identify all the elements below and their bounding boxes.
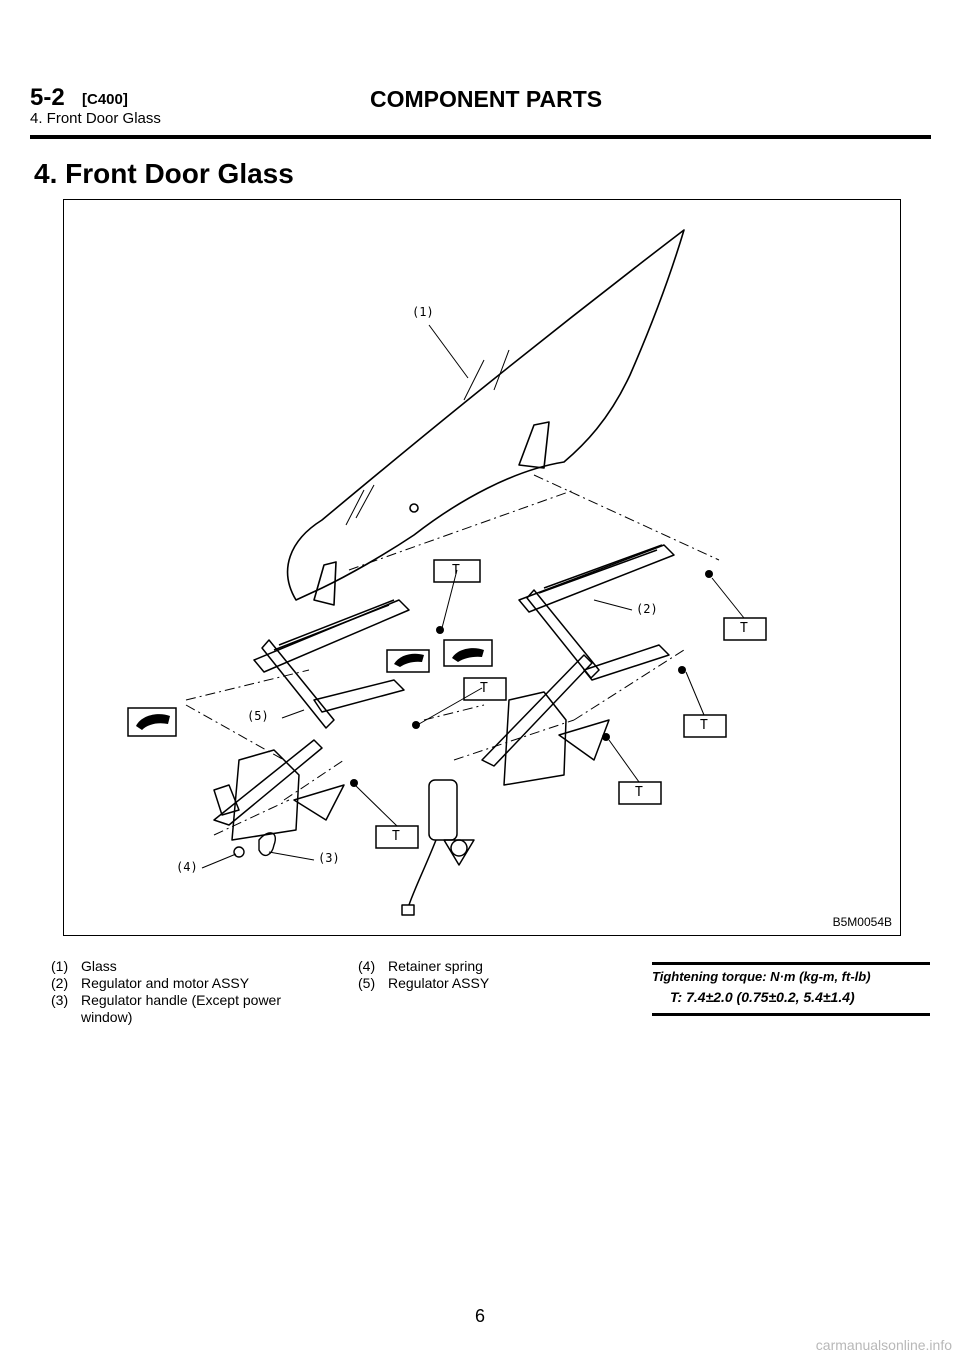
section-subcode: [C400] <box>82 91 128 108</box>
section-title: 4. Front Door Glass <box>34 158 294 189</box>
header-title: COMPONENT PARTS <box>370 86 603 112</box>
legend-text: Glass <box>81 958 117 974</box>
legend-continuation: window) <box>81 1009 133 1025</box>
page-number: 6 <box>474 1306 485 1326</box>
callout-2: (2) <box>636 602 658 616</box>
torque-mark: T <box>635 785 643 800</box>
figure-code: B5M0054B <box>832 915 892 929</box>
legend-number: (3) <box>51 992 69 1008</box>
callout-3: (3) <box>318 851 340 865</box>
legend-text: Retainer spring <box>388 958 483 974</box>
header-rule <box>30 135 931 139</box>
callout-5: (5) <box>247 709 269 723</box>
right-rail <box>518 544 675 613</box>
legend-item: (5) Regulator ASSY <box>358 975 618 992</box>
exploded-diagram: (1) (2) (3) (4) (5) T T T T T T B5M0054B <box>63 199 901 936</box>
torque-mark: T <box>480 681 488 696</box>
legend-text: Regulator ASSY <box>388 975 490 991</box>
left-rail <box>253 599 410 673</box>
torque-spec: Tightening torque: N·m (kg-m, ft-lb) T: … <box>652 962 930 1016</box>
callout-1: (1) <box>412 305 434 319</box>
legend-item: (1) Glass <box>51 958 341 975</box>
legend-column-2: (4) Retainer spring (5) Regulator ASSY <box>358 958 618 992</box>
watermark: carmanualsonline.info <box>815 1337 952 1353</box>
callout-4: (4) <box>176 860 198 874</box>
legend-item: (3) Regulator handle (Except power <box>51 992 341 1009</box>
section-code: 5-2 <box>30 84 65 111</box>
torque-mark: T <box>452 563 460 578</box>
torque-mark: T <box>392 829 400 844</box>
legend-number: (1) <box>51 958 69 974</box>
torque-rule-bottom <box>652 1013 930 1016</box>
legend-number: (4) <box>358 958 376 974</box>
legend-number: (5) <box>358 975 376 991</box>
legend-item: (4) Retainer spring <box>358 958 618 975</box>
breadcrumb: 4. Front Door Glass <box>30 110 161 127</box>
legend-column-1: (1) Glass (2) Regulator and motor ASSY (3)… <box>51 958 341 1026</box>
torque-rule-top <box>652 962 930 965</box>
torque-label: Tightening torque: N·m (kg-m, ft-lb) <box>652 969 871 984</box>
torque-value: T: 7.4±2.0 (0.75±0.2, 5.4±1.4) <box>670 989 855 1005</box>
legend-item: (2) Regulator and motor ASSY <box>51 975 341 992</box>
legend-text: Regulator and motor ASSY <box>81 975 250 991</box>
torque-mark: T <box>700 718 708 733</box>
diagram-drawing <box>127 229 767 916</box>
motor-body <box>428 779 458 841</box>
glass-panel <box>286 229 685 601</box>
legend-number: (2) <box>51 975 69 991</box>
torque-mark: T <box>740 621 748 636</box>
legend-text: Regulator handle (Except power <box>81 992 282 1008</box>
